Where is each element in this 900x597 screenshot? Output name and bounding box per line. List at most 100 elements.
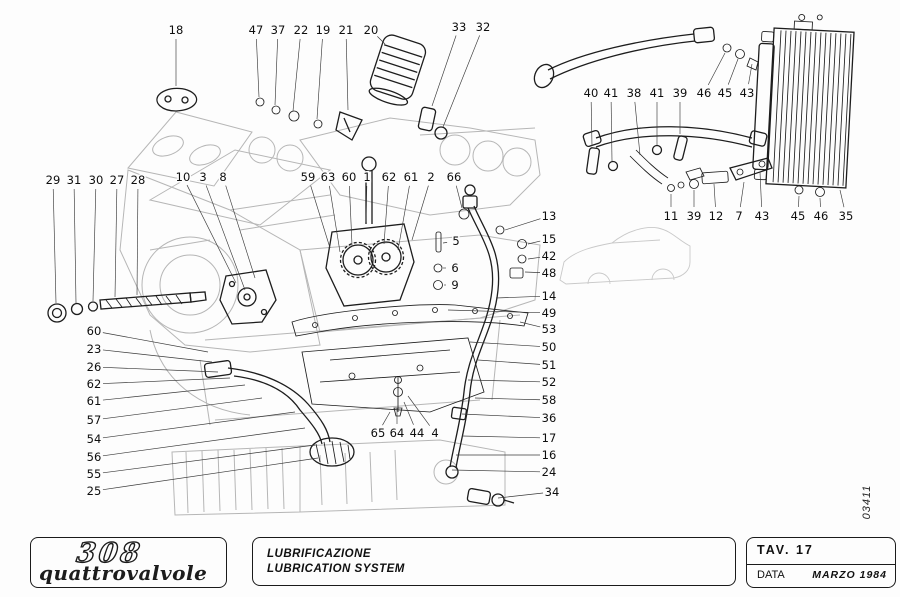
part-number-19: 19 xyxy=(316,23,331,37)
part-number-52: 52 xyxy=(542,375,557,389)
leader-line-53 xyxy=(519,321,541,328)
leader-line-33 xyxy=(431,35,457,107)
part-number-21: 21 xyxy=(339,23,354,37)
part-number-4: 4 xyxy=(431,426,438,440)
part-number-18: 18 xyxy=(169,23,184,37)
part-number-30: 30 xyxy=(89,173,104,187)
part-number-43: 43 xyxy=(740,86,755,100)
chain-guide xyxy=(335,111,363,141)
part-number-14: 14 xyxy=(542,289,557,303)
title-english: LUBRICATION SYSTEM xyxy=(267,563,405,575)
part-number-20: 20 xyxy=(364,23,379,37)
leader-line-47 xyxy=(256,38,260,98)
leader-line-57 xyxy=(102,397,263,420)
hose-fittings-group xyxy=(585,135,688,185)
part-number-5: 5 xyxy=(452,234,459,248)
leader-line-21 xyxy=(345,38,349,111)
date-row: DATA MARZO 1984 xyxy=(757,569,887,581)
part-number-3: 3 xyxy=(199,170,206,184)
leader-line-49 xyxy=(447,309,541,314)
leader-line-3 xyxy=(205,185,246,291)
part-number-37: 37 xyxy=(271,23,286,37)
leader-line-43 xyxy=(748,63,753,85)
part-number-7: 7 xyxy=(735,209,742,223)
plate-divider xyxy=(747,564,895,565)
leader-line-42 xyxy=(527,256,541,260)
leader-line-48 xyxy=(524,271,541,273)
part-number-35: 35 xyxy=(839,209,854,223)
leader-line-63 xyxy=(329,185,341,253)
leader-line-25 xyxy=(102,457,319,491)
leader-line-12 xyxy=(713,183,716,208)
leader-line-61 xyxy=(397,185,410,251)
leader-line-38 xyxy=(634,101,641,156)
part-number-22: 22 xyxy=(294,23,309,37)
part-number-45: 45 xyxy=(791,209,806,223)
part-number-65: 65 xyxy=(371,426,386,440)
leader-line-46 xyxy=(707,52,726,86)
leader-line-51 xyxy=(477,359,541,365)
leader-line-62 xyxy=(102,377,231,384)
part-number-10: 10 xyxy=(176,170,191,184)
front-cover xyxy=(219,269,277,325)
leader-line-30 xyxy=(92,188,97,302)
part-number-47: 47 xyxy=(249,23,264,37)
part-number-66: 66 xyxy=(447,170,462,184)
part-number-32: 32 xyxy=(476,20,491,34)
leader-line-36 xyxy=(461,413,541,418)
part-number-60: 60 xyxy=(342,170,357,184)
drain-bolt xyxy=(393,376,403,417)
drawing-code-vertical: 03411 xyxy=(861,484,873,520)
leader-line-17 xyxy=(461,435,541,439)
leader-line-13 xyxy=(504,218,541,231)
part-number-24: 24 xyxy=(542,465,557,479)
drawing-title-box: LUBRIFICAZIONE LUBRICATION SYSTEM xyxy=(252,537,736,586)
leader-line-10 xyxy=(186,184,237,284)
model-logo-box: 308 quattrovalvole xyxy=(30,537,227,588)
lower-cooler-hose xyxy=(582,126,768,148)
part-number-31: 31 xyxy=(67,173,82,187)
leader-line-19 xyxy=(316,38,323,120)
leader-line-29 xyxy=(52,188,57,304)
leader-line-23 xyxy=(102,349,213,363)
part-number-25: 25 xyxy=(87,484,102,498)
pressure-sender xyxy=(466,488,515,507)
bypass-valve-assembly xyxy=(47,291,207,323)
part-number-12: 12 xyxy=(709,209,724,223)
part-number-55: 55 xyxy=(87,467,102,481)
part-number-9: 9 xyxy=(451,278,458,292)
leader-line-35 xyxy=(839,189,845,208)
leader-line-26 xyxy=(102,367,219,373)
leader-line-52 xyxy=(467,379,541,383)
leader-line-5 xyxy=(442,242,448,244)
part-number-36: 36 xyxy=(542,411,557,425)
filter-union xyxy=(417,106,448,140)
oil-pump xyxy=(325,156,415,307)
part-number-63: 63 xyxy=(321,170,336,184)
plate-number-box: TAV. 17 DATA MARZO 1984 xyxy=(746,537,896,588)
leader-line-43 xyxy=(759,171,762,208)
leader-line-59 xyxy=(310,185,331,249)
part-number-45: 45 xyxy=(718,86,733,100)
part-number-49: 49 xyxy=(542,306,557,320)
part-number-48: 48 xyxy=(542,266,557,280)
part-number-54: 54 xyxy=(87,432,102,446)
part-number-60: 60 xyxy=(87,324,102,338)
part-number-34: 34 xyxy=(545,485,560,499)
leader-line-50 xyxy=(469,341,541,347)
part-number-46: 46 xyxy=(697,86,712,100)
leader-line-28 xyxy=(136,188,139,296)
part-number-28: 28 xyxy=(131,173,146,187)
leader-line-14 xyxy=(495,296,541,299)
part-number-33: 33 xyxy=(452,20,467,34)
part-number-53: 53 xyxy=(542,322,557,336)
pump-studs xyxy=(433,208,470,290)
leader-line-4 xyxy=(407,395,430,426)
part-number-44: 44 xyxy=(410,426,425,440)
leader-line-61 xyxy=(102,384,246,401)
leader-line-31 xyxy=(73,188,77,304)
car-silhouette xyxy=(559,227,691,285)
oil-cooler xyxy=(752,14,855,189)
baffle-plate xyxy=(301,337,485,413)
leader-line-37 xyxy=(274,38,278,106)
